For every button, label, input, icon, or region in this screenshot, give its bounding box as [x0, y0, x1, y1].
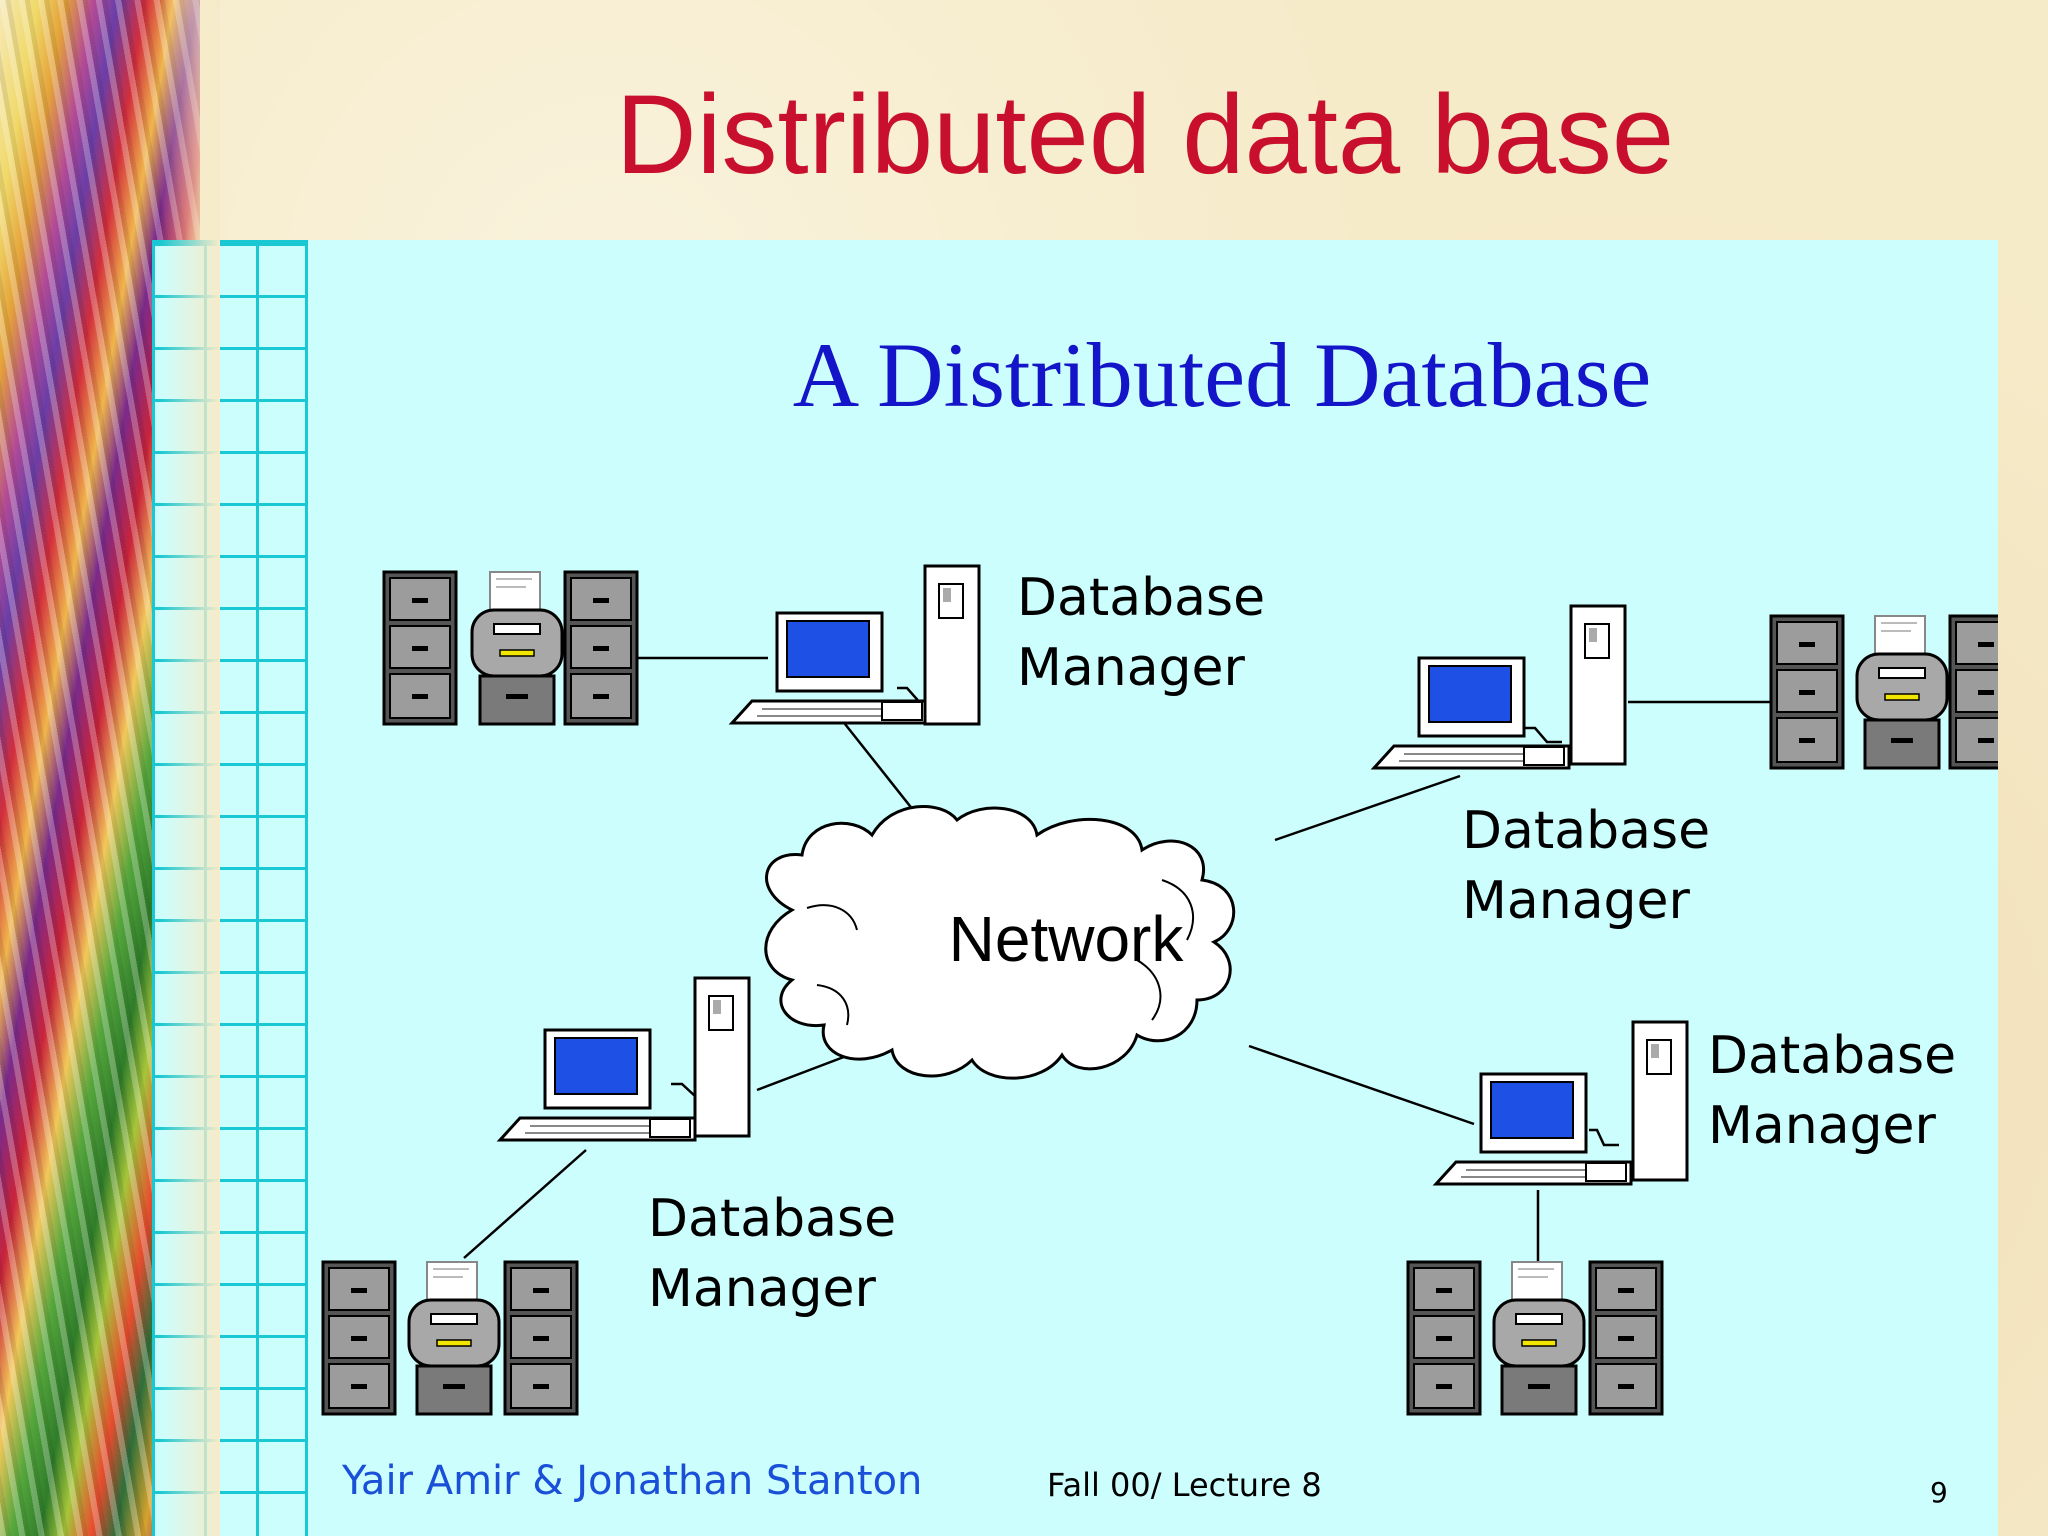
file-cabinet-icon [503, 1260, 579, 1416]
node-top-right: Database Manager [1372, 604, 1998, 931]
slide-title: Distributed data base [615, 72, 1675, 197]
page-number: 9 [1930, 1476, 1948, 1509]
cloud-icon [764, 805, 1236, 1080]
file-cabinet-icon [382, 570, 458, 726]
footer-authors: Yair Amir & Jonathan Stanton [342, 1458, 923, 1504]
file-cabinet-icon [1588, 1260, 1664, 1416]
file-cabinet-icon [1948, 614, 1998, 770]
tower-icon [693, 976, 751, 1138]
computer-icon [1372, 656, 1571, 770]
computer-icon [498, 1028, 697, 1142]
printer-icon [1492, 1260, 1586, 1416]
printer-icon [470, 570, 564, 726]
node-label-line2: Manager [1017, 638, 1246, 698]
diagram-panel: A Distributed Database [152, 240, 1998, 1536]
computer-icon [1434, 1072, 1633, 1186]
diagram-title: A Distributed Database [792, 324, 1652, 426]
connections [463, 656, 1770, 1262]
node-label-line2: Manager [1708, 1096, 1937, 1156]
node-label-line1: Database [1708, 1026, 1956, 1086]
computer-icon [730, 611, 929, 725]
file-cabinet-icon [1406, 1260, 1482, 1416]
tower-icon [923, 564, 981, 726]
node-label-line2: Manager [648, 1259, 877, 1319]
tower-icon [1569, 604, 1627, 766]
node-bottom-left: Database Manager [321, 976, 896, 1416]
file-cabinet-icon [1769, 614, 1845, 770]
network-label: Network [949, 903, 1185, 975]
node-label-line2: Manager [1462, 871, 1691, 931]
node-top-left: Database Manager [382, 564, 1265, 726]
printer-icon [1855, 614, 1949, 770]
node-label-line1: Database [648, 1189, 896, 1249]
file-cabinet-icon [563, 570, 639, 726]
printer-icon [407, 1260, 501, 1416]
decorative-stripe [0, 0, 220, 1536]
network-diagram: Network Database Manager Database Manage… [321, 564, 1998, 1416]
tower-icon [1631, 1020, 1689, 1182]
node-label-line1: Database [1017, 568, 1265, 628]
footer-course: Fall 00/ Lecture 8 [1047, 1466, 1322, 1504]
file-cabinet-icon [321, 1260, 397, 1416]
node-bottom-right: Database Manager [1406, 1020, 1956, 1416]
node-label-line1: Database [1462, 801, 1710, 861]
